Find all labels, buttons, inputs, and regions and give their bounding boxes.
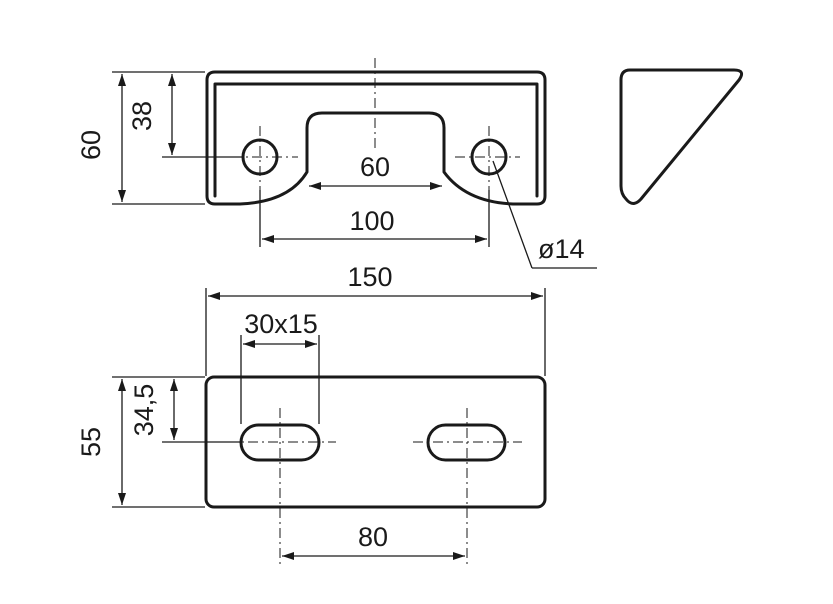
dim-plate-width: 55 [76,427,106,457]
left-slot [239,423,321,462]
dim-hole-spacing: 100 [349,206,394,236]
dim-notch-width: 60 [360,152,390,182]
dim-slot-size: 30x15 [244,309,318,339]
front-view [205,58,547,206]
dim-front-height: 60 [76,130,106,160]
dim-hole-height: 38 [127,101,157,131]
dim-overall-length: 150 [347,262,392,292]
front-view-dimensions: 60 38 60 100 ø14 [76,71,597,269]
dim-hole-diameter: ø14 [538,234,585,264]
side-view-triangle [619,68,744,205]
front-view-outline [205,70,547,206]
leader-line-hole-diameter [492,160,533,269]
top-view-dimensions: 150 30x15 55 34,5 80 [76,262,546,560]
front-view-inner-edge [213,82,539,198]
dim-slot-offset: 34,5 [129,384,159,437]
dim-slot-spacing: 80 [358,522,388,552]
